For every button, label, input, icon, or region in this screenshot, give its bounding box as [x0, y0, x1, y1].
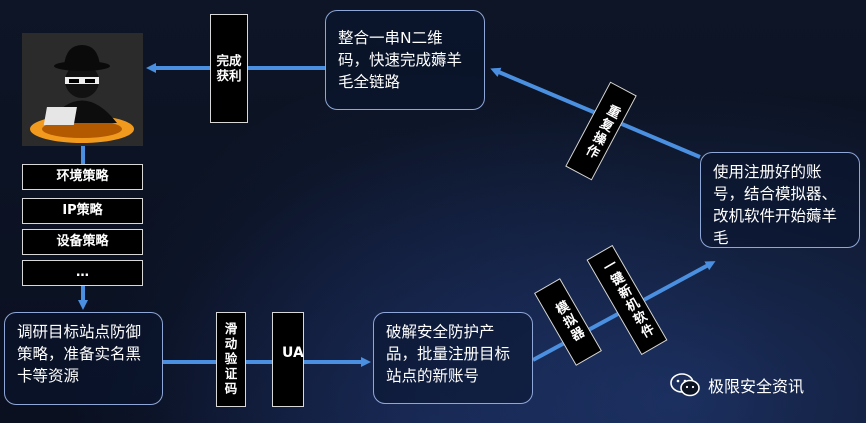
strategy-environment: 环境策略 — [22, 164, 143, 190]
label-complete-profit-text: 完成获利 — [216, 53, 242, 83]
strategy-ip: IP策略 — [22, 198, 143, 224]
node-integrate: 整合一串N二维码，快速完成薅羊毛全链路 — [325, 10, 485, 110]
label-ua-text: UA — [282, 345, 304, 361]
strategy-device: 设备策略 — [22, 229, 143, 255]
hacker-avatar — [22, 33, 143, 146]
label-ua: UA — [272, 312, 304, 407]
node-use-accounts: 使用注册好的账号，结合模拟器、改机软件开始薅羊毛 — [700, 152, 860, 248]
brand-footer: 极限安全资讯 — [670, 372, 804, 398]
node-prepare: 调研目标站点防御策略，准备实名黑卡等资源 — [4, 312, 163, 405]
node-crack: 破解安全防护产品，批量注册目标站点的新账号 — [373, 312, 533, 404]
brand-name: 极限安全资讯 — [708, 377, 805, 396]
label-slider-captcha: 滑动验证码 — [216, 312, 246, 407]
wechat-icon — [670, 373, 700, 397]
strategy-more: … — [22, 260, 143, 286]
label-slider-captcha-text: 滑动验证码 — [224, 321, 238, 396]
label-complete-profit: 完成获利 — [210, 14, 248, 123]
